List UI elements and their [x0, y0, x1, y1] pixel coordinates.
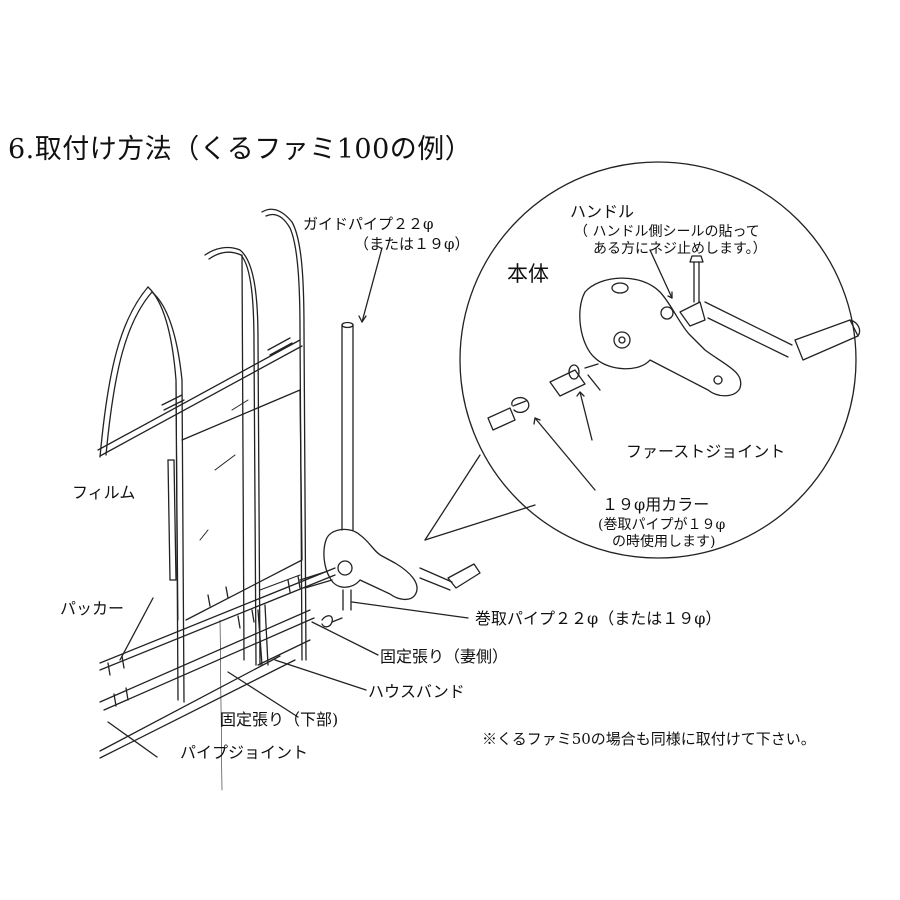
leader-lines: [107, 247, 469, 758]
collar-label: １９φ用カラー: [602, 495, 710, 514]
page-title: 6.取付け方法（くるファミ100の例）: [8, 134, 473, 165]
guide-pipe: [341, 321, 354, 611]
fixed-gable-label: 固定張り（妻側）: [380, 647, 509, 666]
handle-note-line1: （ ハンドル側シールの貼って: [574, 224, 760, 240]
collar-note-line2: の時使用します): [612, 534, 716, 550]
handle-note-line2: ある方にネジ止めします。）: [593, 241, 767, 257]
first-joint-label: ファーストジョイント: [626, 442, 786, 461]
handle-label: ハンドル: [570, 202, 635, 221]
greenhouse-arches: [99, 208, 307, 703]
guide-pipe-label: ガイドパイプ２２φ: [303, 215, 434, 233]
guide-pipe-alt-label: （または１９φ）: [354, 235, 470, 253]
winder-body-detail: [487, 249, 861, 491]
detail-callout: [424, 161, 857, 559]
footnote: ※くるファミ50の場合も同様に取付けて下さい。: [482, 730, 816, 748]
film: [167, 379, 303, 621]
detail-heading: 本体: [507, 262, 549, 286]
purlins: [97, 337, 303, 457]
winder-body-small: [299, 528, 481, 601]
collar-note-line1: (巻取パイプが１９φ: [598, 517, 726, 533]
roll-pipe-label: 巻取パイプ２２φ（または１９φ）: [475, 609, 722, 628]
fixed-bottom-label: 固定張り（下部): [220, 710, 339, 729]
packer-label: パッカー: [60, 599, 125, 618]
lower-pipes: [99, 567, 343, 791]
film-label: フィルム: [72, 483, 136, 502]
house-band-label: ハウスバンド: [368, 682, 465, 701]
pipe-joint-label: パイプジョイント: [180, 743, 309, 762]
